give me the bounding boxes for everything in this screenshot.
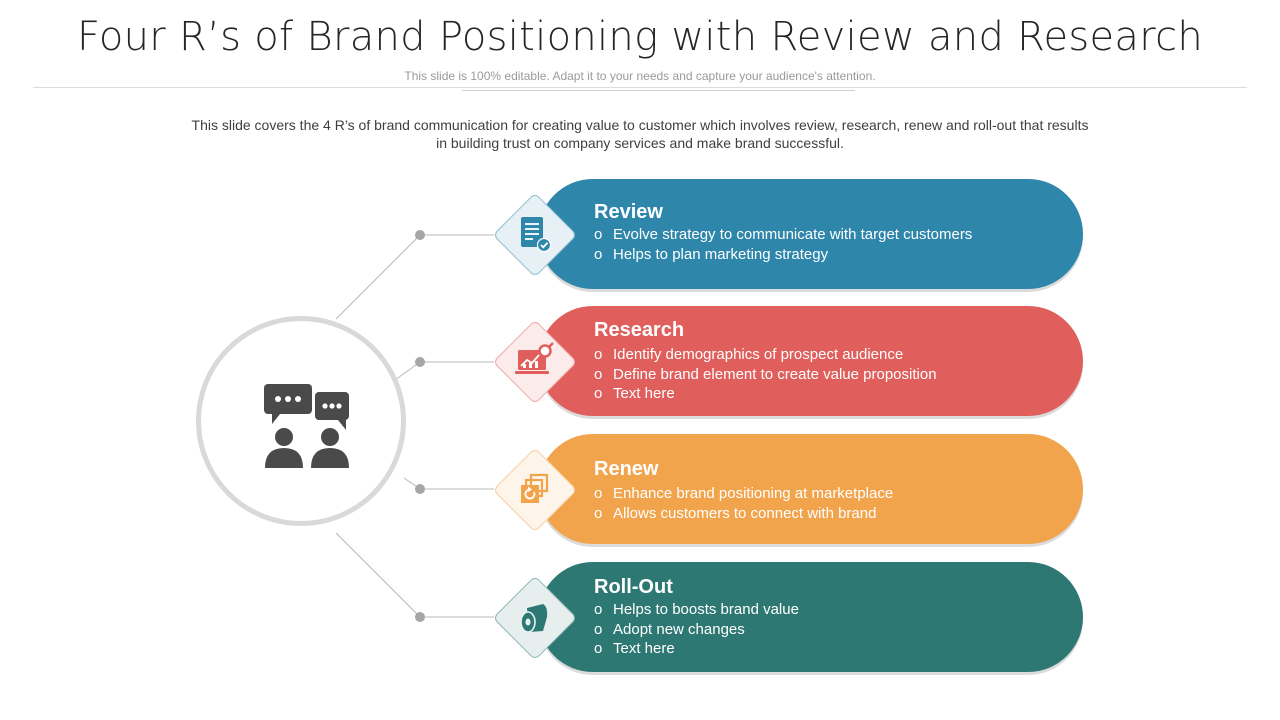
bullet-text: Enhance brand positioning at marketplace xyxy=(613,485,894,502)
renew-refresh-icon xyxy=(521,473,549,503)
connector-dot xyxy=(415,612,425,622)
bullet-text: Define brand element to create value pro… xyxy=(613,365,937,383)
rollout-diamond xyxy=(492,575,578,661)
roll-icon xyxy=(520,604,548,633)
review-title: Review xyxy=(594,201,663,223)
connector-review-diagonal xyxy=(335,234,421,320)
chart-analytics-icon xyxy=(515,342,554,374)
bullet-text: Text here xyxy=(613,640,675,657)
bullet-text: Text here xyxy=(613,385,675,402)
bullet-marker: o xyxy=(594,385,603,402)
connector-dot xyxy=(415,357,425,367)
bullet-text: Helps to boosts brand value xyxy=(613,601,799,618)
bullet-marker: o xyxy=(594,504,603,522)
bullet-point: o Text here xyxy=(594,639,799,659)
bullet-marker: o xyxy=(594,601,603,618)
research-pill xyxy=(538,306,1083,416)
connector-rollout-diagonal xyxy=(335,532,421,618)
research-points: o Identify demographics of prospect audie… xyxy=(594,345,937,404)
bullet-marker: o xyxy=(594,485,603,502)
bullet-point: o Adopt new changes xyxy=(594,620,799,640)
bullet-point: o Allows customers to connect with brand xyxy=(594,504,893,524)
review-pill xyxy=(538,179,1083,289)
bullet-marker: o xyxy=(594,365,603,383)
bullet-marker: o xyxy=(594,640,603,657)
bullet-point: o Helps to boosts brand value xyxy=(594,600,799,620)
bullet-marker: o xyxy=(594,245,603,263)
connector-dot xyxy=(415,230,425,240)
bullet-marker: o xyxy=(594,226,603,243)
subtitle-underline xyxy=(462,90,855,91)
rollout-pill xyxy=(538,562,1083,672)
conversation-people-icon xyxy=(264,384,349,468)
bullet-point: o Identify demographics of prospect audie… xyxy=(594,345,937,365)
connector-research-diagonal xyxy=(394,361,421,381)
renew-title: Renew xyxy=(594,458,659,480)
bullet-text: Evolve strategy to communicate with targ… xyxy=(613,226,973,243)
bullet-text: Adopt new changes xyxy=(613,620,745,638)
bullet-marker: o xyxy=(594,620,603,638)
renew-pill xyxy=(538,434,1083,544)
bullet-point: o Text here xyxy=(594,384,937,404)
research-diamond xyxy=(492,319,578,405)
bullet-point: o Enhance brand positioning at marketplac… xyxy=(594,484,893,504)
rollout-title: Roll-Out xyxy=(594,576,673,598)
bullet-point: o Helps to plan marketing strategy xyxy=(594,245,972,265)
hub-circle xyxy=(196,316,406,526)
slide-description: This slide covers the 4 R’s of brand com… xyxy=(191,117,1089,151)
renew-points: o Enhance brand positioning at marketplac… xyxy=(594,484,893,523)
connector-dot xyxy=(415,484,425,494)
bullet-point: o Define brand element to create value pr… xyxy=(594,365,937,385)
document-check-icon xyxy=(521,217,552,253)
slide-subtitle: This slide is 100% editable. Adapt it to… xyxy=(404,69,876,83)
research-title: Research xyxy=(594,319,685,341)
renew-diamond xyxy=(492,447,578,533)
bullet-marker: o xyxy=(594,346,603,363)
review-points: o Evolve strategy to communicate with tar… xyxy=(594,225,972,264)
title-divider xyxy=(33,87,1247,88)
slide-title: Four R’s of Brand Positioning with Revie… xyxy=(76,14,1204,60)
bullet-text: Identify demographics of prospect audien… xyxy=(613,346,904,363)
bullet-text: Helps to plan marketing strategy xyxy=(613,245,829,263)
bullet-point: o Evolve strategy to communicate with tar… xyxy=(594,225,972,245)
review-diamond xyxy=(492,192,578,278)
bullet-text: Allows customers to connect with brand xyxy=(613,504,877,522)
